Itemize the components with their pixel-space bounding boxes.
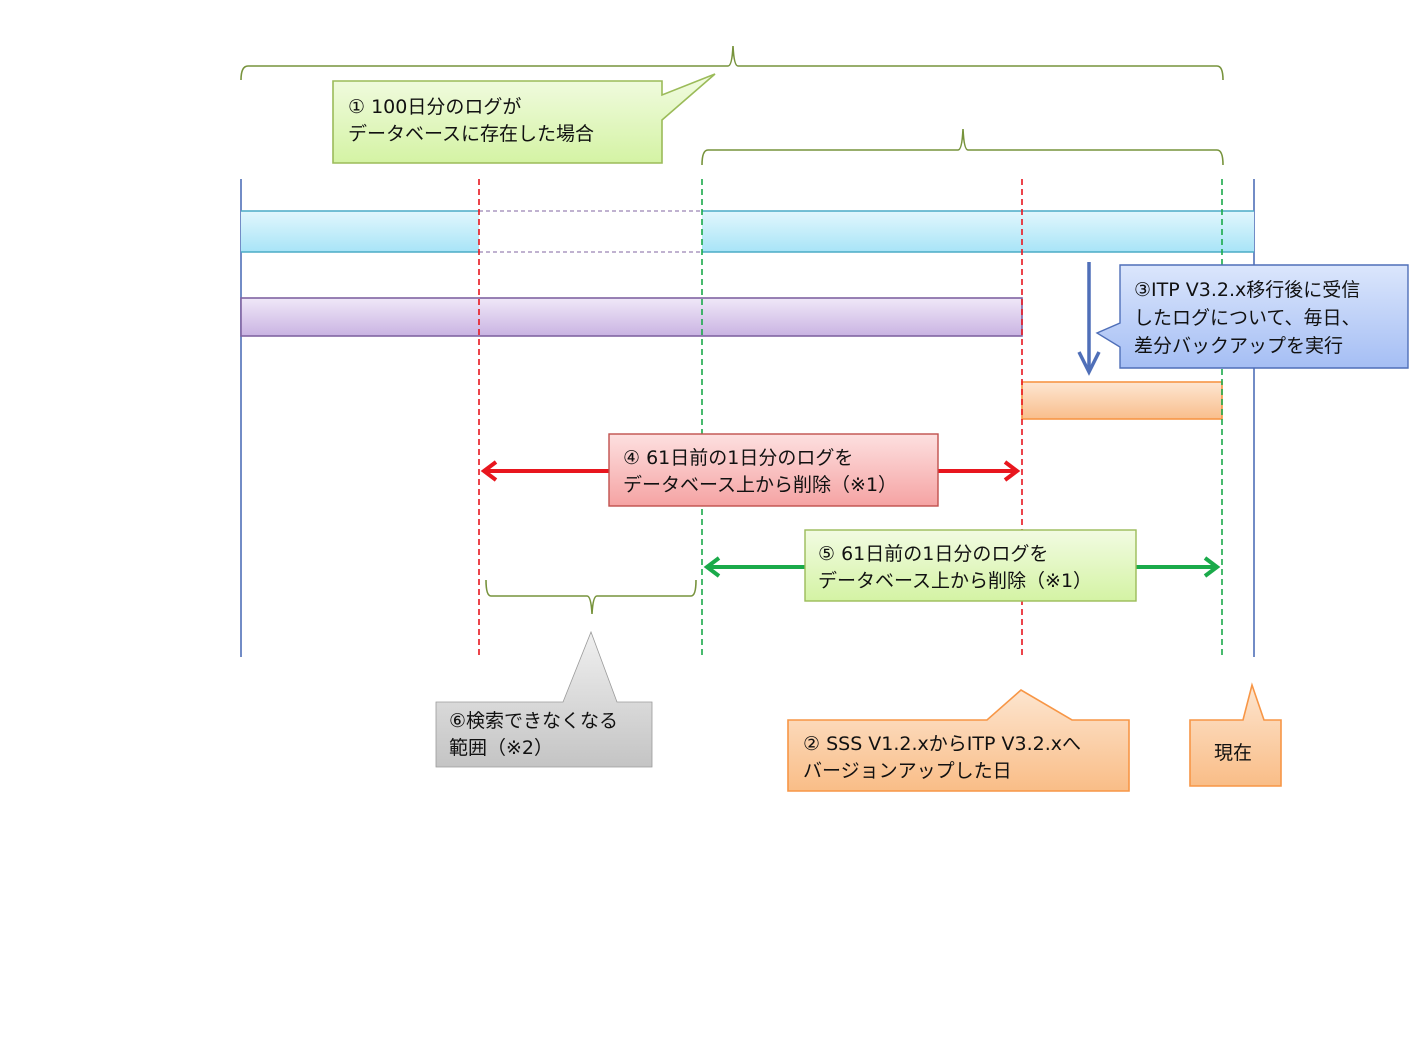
callout-1-shape [332, 73, 716, 164]
callout-2-shape [787, 689, 1130, 792]
diff-backup-bar [1021, 381, 1223, 420]
database-bar-left [241, 211, 479, 252]
brace-100-days [240, 45, 1224, 81]
callout-now-text: 現在 [1214, 742, 1253, 764]
callout-6-shape [435, 630, 653, 768]
database-bar-right [702, 211, 1254, 252]
callout-2-text: ② SSS V1.2.xからITP V3.2.xへ バージョンアップした日 [803, 733, 1081, 782]
brace-after-upgrade [701, 128, 1224, 166]
full-backup-bar [240, 297, 1023, 337]
callout-6-text: ⑥検索できなくなる 範囲（※2） [449, 710, 619, 759]
callout-now-shape [1189, 682, 1282, 787]
callout-1-text: ① 100日分のログが データベースに存在した場合 [348, 96, 595, 145]
callout-4-shape [608, 433, 939, 507]
callout-4-text: ④ 61日前の1日分のログを データベース上から削除（※1） [623, 447, 898, 496]
brace-unsearchable [485, 579, 697, 615]
callout-5-shape [804, 529, 1137, 602]
callout-3-shape [1095, 264, 1409, 369]
callout-5-text: ⑤ 61日前の1日分のログを データベース上から削除（※1） [818, 543, 1093, 592]
callout-3-text: ③ITP V3.2.x移行後に受信 したログについて、毎日、 差分バックアップを… [1134, 279, 1361, 357]
backup-arrow-head [1077, 351, 1101, 376]
